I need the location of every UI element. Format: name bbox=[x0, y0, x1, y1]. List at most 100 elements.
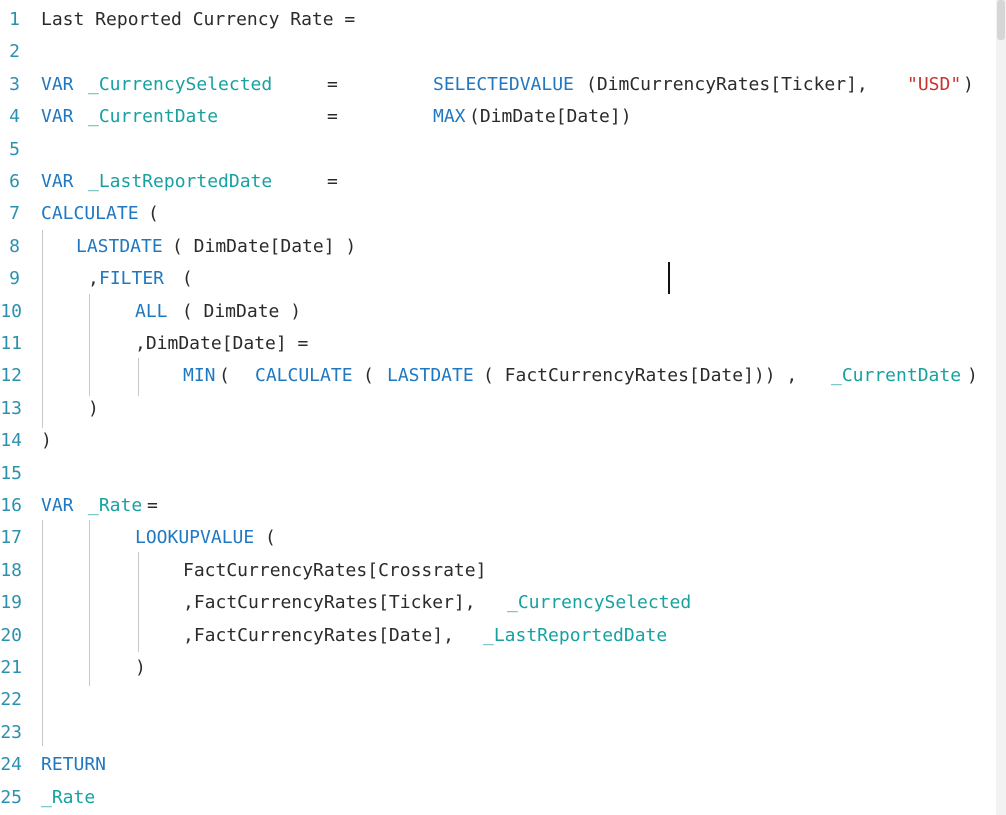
line-number: 24 bbox=[0, 754, 22, 776]
line-number: 8 bbox=[9, 235, 20, 257]
code-line[interactable]: 14) bbox=[0, 425, 996, 457]
line-number: 7 bbox=[9, 203, 20, 225]
code-line[interactable]: 21) bbox=[0, 652, 996, 684]
code-line[interactable]: 19 ,FactCurrencyRates[Ticker], _CurrencySe… bbox=[0, 587, 996, 619]
code-line[interactable]: 13) bbox=[0, 393, 996, 425]
code-token-plain: , bbox=[88, 268, 99, 290]
code-token-plain: = bbox=[327, 106, 338, 128]
code-line[interactable]: 11 ,DimDate[Date] = bbox=[0, 328, 996, 360]
code-token-kw: VAR bbox=[41, 171, 74, 192]
line-number: 6 bbox=[9, 171, 20, 192]
code-token-kw: VAR bbox=[41, 495, 74, 516]
code-token-fn: MIN bbox=[183, 365, 216, 387]
code-token-fn: LOOKUPVALUE bbox=[135, 527, 255, 549]
code-line[interactable]: 16 VAR _Rate= bbox=[0, 490, 996, 522]
line-number: 23 bbox=[0, 721, 22, 743]
line-number: 18 bbox=[0, 559, 22, 581]
code-line[interactable]: 25 _Rate bbox=[0, 782, 996, 814]
code-token-var: _CurrencySelected bbox=[88, 73, 273, 95]
code-token-kw: VAR bbox=[41, 106, 74, 128]
code-token-plain: ( bbox=[265, 527, 276, 549]
code-token-plain: ,FactCurrencyRates[Date], bbox=[183, 624, 454, 646]
line-number: 22 bbox=[0, 689, 22, 711]
code-token-plain: ) bbox=[88, 397, 99, 419]
code-token-fn: SELECTEDVALUE bbox=[433, 73, 574, 95]
code-token-plain: ,FactCurrencyRates[Ticker], bbox=[183, 592, 476, 614]
code-token-kw: RETURN bbox=[41, 754, 107, 776]
code-line[interactable]: 5 bbox=[0, 134, 996, 166]
code-token-str: "USD" bbox=[907, 73, 962, 95]
line-number: 3 bbox=[9, 73, 20, 95]
line-number: 13 bbox=[0, 397, 22, 419]
code-token-plain: ,DimDate[Date] = bbox=[135, 333, 309, 354]
code-token-fn: LASTDATE bbox=[387, 365, 474, 387]
code-token-fn: FILTER bbox=[99, 268, 165, 290]
code-token-var: _Rate bbox=[88, 495, 143, 516]
code-token-plain: = bbox=[327, 73, 338, 95]
code-token-plain: ( bbox=[171, 268, 193, 290]
code-token-fn: CALCULATE bbox=[41, 203, 139, 225]
code-token-plain: ( bbox=[219, 365, 230, 387]
code-line[interactable]: 20,FactCurrencyRates[Date],_LastReported… bbox=[0, 620, 996, 652]
indent-guide bbox=[89, 520, 90, 686]
indent-guide bbox=[138, 358, 139, 396]
line-number: 12 bbox=[0, 365, 22, 387]
code-line[interactable]: 17 LOOKUPVALUE ( bbox=[0, 522, 996, 554]
code-line[interactable]: 7 CALCULATE ( bbox=[0, 198, 996, 230]
scrollbar-thumb[interactable] bbox=[997, 0, 1005, 40]
code-token-plain: ( bbox=[148, 203, 159, 225]
line-number: 2 bbox=[9, 41, 20, 63]
code-line[interactable]: 22 bbox=[0, 684, 996, 716]
vertical-scrollbar[interactable] bbox=[996, 0, 1006, 815]
line-number: 5 bbox=[9, 138, 20, 160]
line-number: 1 bbox=[9, 9, 20, 30]
line-number: 4 bbox=[9, 106, 20, 128]
code-token-plain: ( bbox=[363, 365, 385, 387]
line-number: 16 bbox=[0, 495, 22, 516]
code-token-plain: = bbox=[327, 171, 338, 192]
indent-guide bbox=[138, 552, 139, 652]
code-line[interactable]: 1 Last Reported Currency Rate = bbox=[0, 4, 996, 36]
code-token-plain: (DimDate[Date]) bbox=[469, 106, 632, 128]
code-token-fn: MAX bbox=[433, 106, 466, 128]
line-number: 15 bbox=[0, 462, 22, 484]
indent-guide bbox=[89, 294, 90, 396]
line-number: 19 bbox=[0, 592, 22, 614]
code-token-var: _Rate bbox=[41, 786, 96, 808]
code-token-plain: ) bbox=[967, 365, 978, 387]
line-number: 21 bbox=[0, 657, 22, 678]
code-token-plain: (DimCurrencyRates[Ticker], bbox=[586, 73, 879, 95]
code-token-plain: ( FactCurrencyRates[Date])) , bbox=[483, 365, 798, 387]
line-number: 9 bbox=[9, 268, 20, 290]
line-number: 10 bbox=[0, 300, 22, 322]
code-token-plain: Last Reported Currency Rate = bbox=[41, 9, 356, 30]
code-token-plain: ( DimDate[Date] ) bbox=[172, 235, 357, 257]
code-token-fn: CALCULATE bbox=[255, 365, 353, 387]
code-token-var: _CurrentDate bbox=[88, 106, 219, 128]
code-token-plain: ) bbox=[135, 657, 146, 678]
text-cursor bbox=[668, 262, 670, 294]
code-line[interactable]: 15 bbox=[0, 458, 996, 490]
code-line[interactable]: 24 RETURN bbox=[0, 749, 996, 781]
code-token-var: _CurrencySelected bbox=[507, 592, 692, 614]
code-line[interactable]: 2 bbox=[0, 36, 996, 68]
code-token-fn: ALL bbox=[135, 300, 168, 322]
code-line[interactable]: 9,FILTER ( bbox=[0, 263, 996, 295]
line-number: 11 bbox=[0, 333, 22, 354]
line-number: 17 bbox=[0, 527, 22, 549]
indent-guide bbox=[42, 230, 43, 428]
code-line[interactable]: 4 VAR _CurrentDate = MAX(DimDate[Date]) bbox=[0, 101, 996, 133]
code-token-var: _CurrentDate bbox=[831, 365, 962, 387]
code-token-plain: ) bbox=[41, 430, 52, 452]
line-number: 25 bbox=[0, 786, 22, 808]
code-token-plain: = bbox=[147, 495, 158, 516]
code-token-plain: ) bbox=[963, 73, 974, 95]
code-line[interactable]: 23 bbox=[0, 717, 996, 749]
